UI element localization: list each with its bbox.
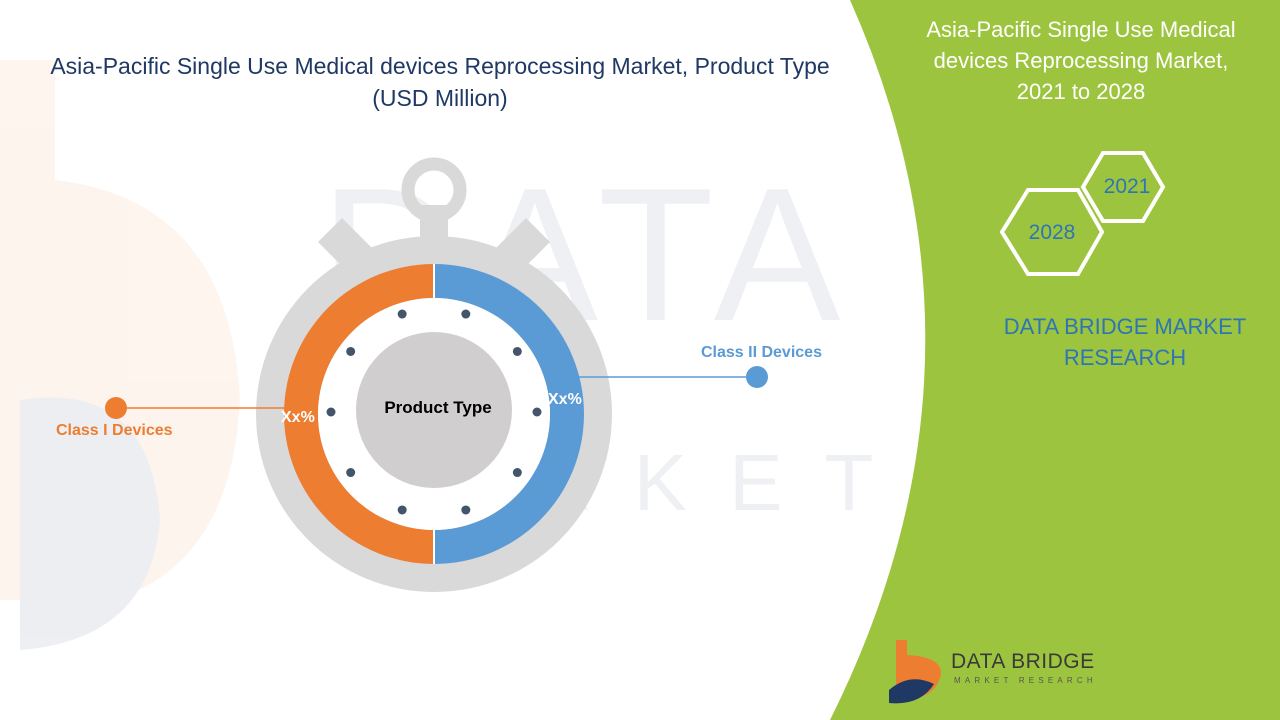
donut-center-label: Product Type	[384, 398, 492, 417]
hexagon-2028-label: 2028	[1028, 221, 1076, 244]
marker-class-1	[105, 397, 127, 419]
clock-dot	[512, 468, 522, 478]
clock-dot	[326, 407, 336, 417]
clock-dot	[397, 309, 407, 319]
brand-line-1: DATA BRIDGE MARKET	[1003, 314, 1247, 339]
hexagon-2021-label: 2021	[1103, 175, 1151, 198]
page-title: Asia-Pacific Single Use Medical devices …	[20, 50, 860, 114]
logo-subtitle: MARKET RESEARCH	[954, 676, 1097, 685]
center-disk	[356, 332, 512, 488]
logo-name: DATA BRIDGE	[951, 650, 1095, 673]
clock-dot	[461, 505, 471, 515]
leader-class-2	[578, 366, 768, 388]
donut-slice-class-1	[284, 264, 434, 564]
side-panel	[830, 0, 1280, 720]
brand-line-2: RESEARCH	[1063, 345, 1187, 370]
clock-dot	[532, 407, 542, 417]
clock-dots	[326, 309, 542, 515]
page-title-line-1: Asia-Pacific Single Use Medical devices …	[50, 53, 830, 79]
clock-dot	[346, 468, 356, 478]
hexagon-2021	[1080, 151, 1166, 223]
clock-dot	[397, 505, 407, 515]
side-title-line-3: 2021 to 2028	[1016, 79, 1146, 104]
clock-dot	[512, 346, 522, 356]
side-title-line-2: devices Reprocessing Market,	[933, 48, 1229, 73]
hexagon-2028	[999, 188, 1105, 276]
watermark-logo-shape	[0, 60, 240, 650]
clock-dot	[461, 309, 471, 319]
page-title-line-2: (USD Million)	[372, 85, 508, 111]
slice-label-class-2: Xx%	[548, 391, 582, 408]
side-title-line-1: Asia-Pacific Single Use Medical	[926, 17, 1236, 42]
marker-class-2	[746, 366, 768, 388]
slice-label-class-1: Xx%	[281, 409, 315, 426]
category-label-class-2: Class II Devices	[701, 344, 822, 361]
clock-dot	[346, 346, 356, 356]
category-label-class-1: Class I Devices	[56, 422, 173, 439]
donut-slice-class-2	[434, 264, 584, 564]
leader-class-1	[105, 397, 288, 419]
brand-text: DATA BRIDGE MARKET RESEARCH	[985, 311, 1265, 373]
side-panel-title: Asia-Pacific Single Use Medical devices …	[900, 14, 1262, 107]
donut-chart	[284, 264, 584, 564]
data-bridge-logo-icon	[889, 640, 941, 704]
